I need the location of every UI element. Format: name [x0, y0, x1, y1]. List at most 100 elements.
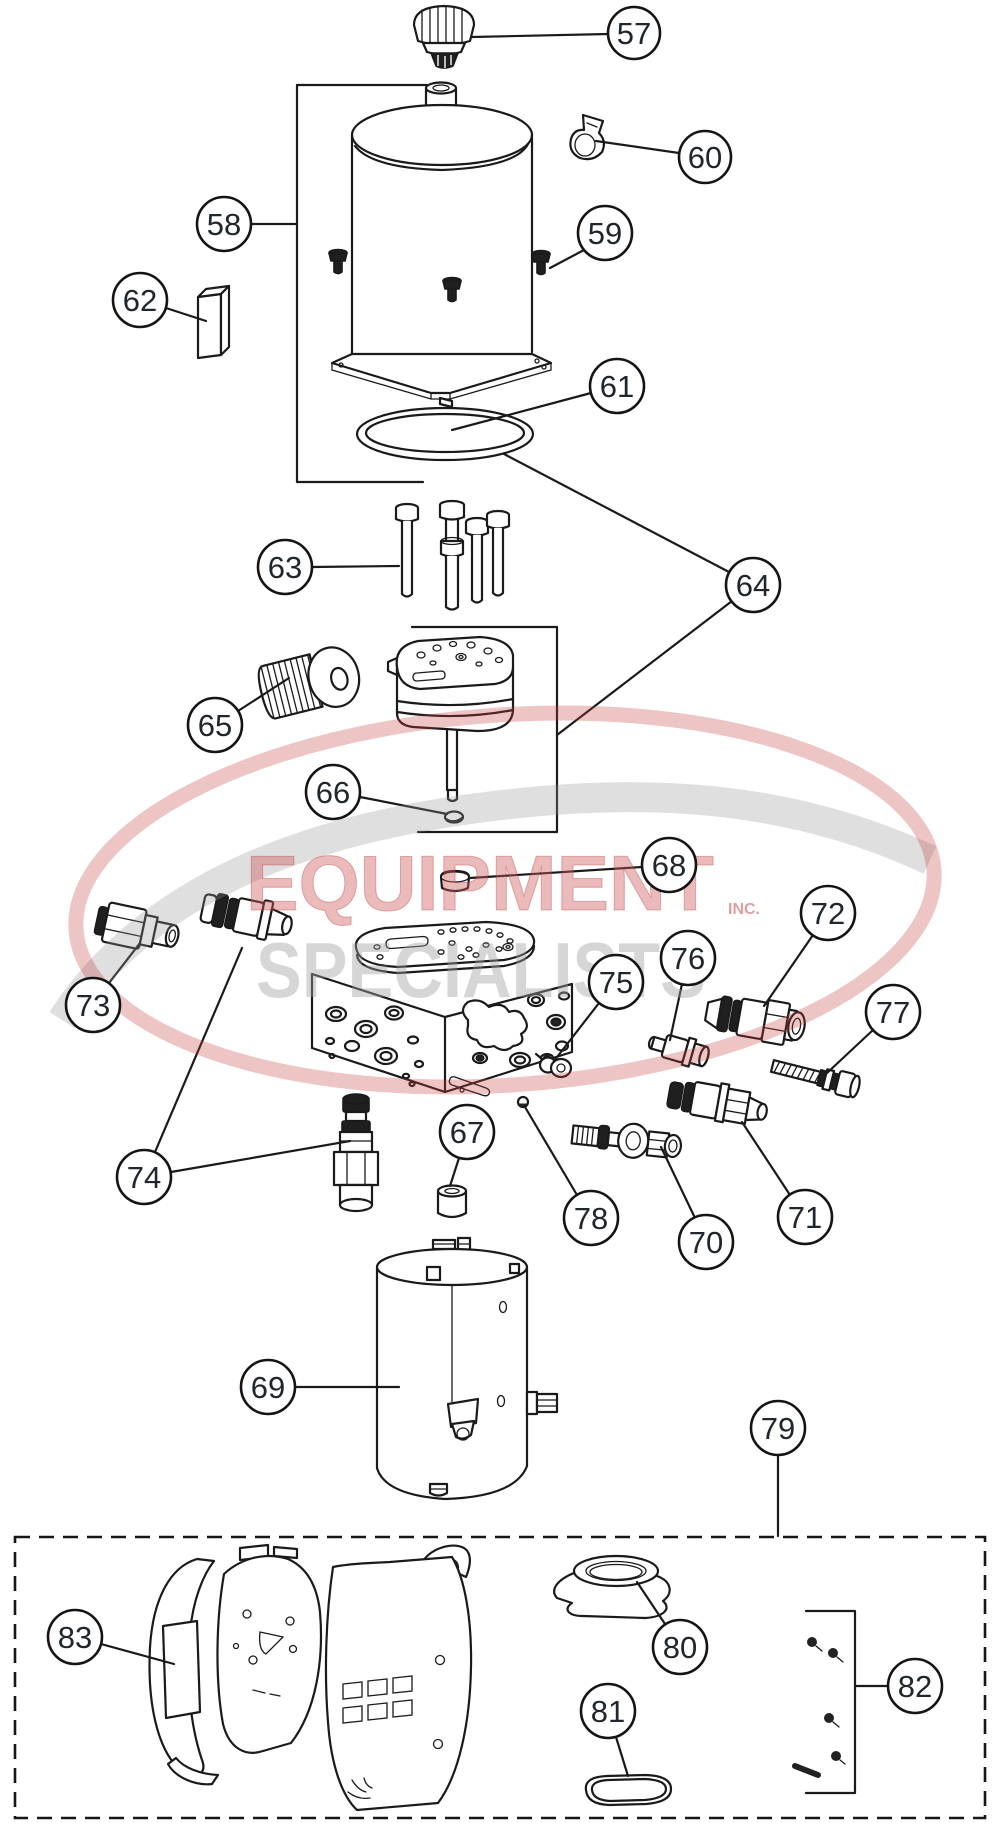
hardware-kit-drawing	[792, 1609, 857, 1795]
leader-68	[468, 865, 644, 880]
callout-62-label: 62	[123, 283, 157, 318]
watermark-swoosh	[49, 782, 937, 1029]
cover-left-shell-drawing	[148, 1557, 220, 1786]
gear-pump-drawing	[386, 635, 515, 803]
callout-65: 65	[186, 696, 244, 754]
valve-washer-drawing	[570, 1122, 683, 1159]
leader-61	[450, 391, 593, 432]
watermark-ring	[68, 705, 942, 1095]
callout-68: 68	[640, 836, 698, 894]
leader-64a	[502, 452, 731, 574]
callout-64: 64	[724, 556, 782, 614]
callout-74-label: 74	[127, 1160, 161, 1195]
callout-79-label: 79	[761, 1411, 795, 1446]
pump-bolts-drawing	[394, 499, 511, 611]
callout-77: 77	[864, 983, 922, 1041]
leader-75	[552, 1001, 601, 1063]
reservoir-drawing	[328, 81, 553, 409]
callout-71: 71	[776, 1188, 834, 1246]
leader-83	[99, 1642, 176, 1666]
callout-69: 69	[239, 1358, 297, 1416]
fill-cap-drawing	[412, 4, 476, 69]
leader-57	[470, 32, 610, 39]
callout-59-label: 59	[588, 216, 622, 251]
valve-cartridge-a-drawing	[199, 893, 293, 941]
leader-78	[523, 1105, 579, 1197]
leader-73	[107, 941, 142, 985]
callout-80-label: 80	[663, 1630, 697, 1665]
callouts: 57 58 59 60 61 62 63 64 65 66 67 68 69 7…	[46, 5, 944, 1740]
callout-75: 75	[587, 953, 645, 1011]
long-screw-drawing	[769, 1059, 861, 1099]
valve-cartridge-71-drawing	[666, 1081, 768, 1126]
callout-73: 73	[64, 976, 122, 1034]
callout-78-label: 78	[574, 1201, 608, 1236]
fitting-drawing	[93, 901, 180, 950]
watermark-text-equipment: EQUIPMENT	[246, 839, 714, 927]
bushing-drawing	[436, 1184, 468, 1219]
callout-61-label: 61	[600, 369, 634, 404]
reservoir-screw-1	[328, 248, 348, 275]
nut-drawing	[534, 1052, 573, 1079]
leader-80	[635, 1580, 667, 1626]
leader-59	[548, 248, 586, 270]
leader-64b	[555, 599, 734, 737]
reservoir-bracket	[295, 83, 429, 484]
collar-drawing	[553, 1554, 671, 1620]
plug-drawing	[439, 869, 471, 893]
callout-81: 81	[579, 1682, 637, 1740]
reservoir-screw-3	[531, 249, 551, 276]
callout-74: 74	[115, 1148, 173, 1206]
callout-59: 59	[576, 204, 634, 262]
leader-71	[740, 1120, 792, 1197]
magnet-drawing	[196, 284, 231, 360]
callout-67-label: 67	[450, 1115, 484, 1150]
callout-66-label: 66	[316, 775, 350, 810]
callout-63: 63	[256, 538, 314, 596]
callout-64-label: 64	[736, 568, 770, 603]
callout-76: 76	[659, 929, 717, 987]
leader-67	[448, 1156, 461, 1188]
diagram-art	[13, 4, 987, 1820]
reservoir-screw-2	[442, 276, 462, 303]
callout-60-label: 60	[688, 140, 722, 175]
leader-66	[358, 795, 449, 816]
callout-73-label: 73	[76, 988, 110, 1023]
ball-drawing	[516, 1095, 530, 1109]
gasket-drawing	[584, 1773, 673, 1807]
leader-81	[614, 1735, 630, 1778]
elbow-fitting-drawing	[569, 113, 606, 161]
callout-80: 80	[651, 1618, 709, 1676]
callout-77-label: 77	[876, 995, 910, 1030]
callout-63-label: 63	[268, 550, 302, 585]
callout-82-label: 82	[898, 1669, 932, 1704]
motor-drawing	[375, 1236, 559, 1501]
callout-70: 70	[677, 1213, 735, 1271]
callout-57: 57	[606, 5, 662, 61]
callout-67: 67	[438, 1103, 496, 1161]
callout-81-label: 81	[591, 1694, 625, 1729]
pump-bracket	[410, 625, 559, 834]
callout-71-label: 71	[788, 1200, 822, 1235]
callout-60: 60	[677, 129, 733, 185]
leader-lines	[99, 32, 890, 1778]
manifold-block-drawing	[310, 920, 574, 1097]
callout-76-label: 76	[671, 941, 705, 976]
leader-76	[668, 982, 684, 1042]
leader-74a	[153, 946, 244, 1154]
leader-63	[310, 564, 401, 569]
callout-69-label: 69	[251, 1370, 285, 1405]
leader-72	[762, 933, 815, 1008]
callout-83-label: 83	[58, 1620, 92, 1655]
valve-cartridge-72-drawing	[704, 995, 806, 1046]
cover-right-shell-drawing	[324, 1544, 473, 1812]
leader-60	[594, 139, 681, 155]
leader-74b	[169, 1139, 352, 1174]
callout-75-label: 75	[599, 965, 633, 1000]
small-valve-drawing	[647, 1034, 710, 1068]
valve-cartridge-b-drawing	[332, 1093, 380, 1213]
watermark-text-inc: INC.	[728, 901, 760, 918]
callout-57-label: 57	[617, 16, 651, 51]
